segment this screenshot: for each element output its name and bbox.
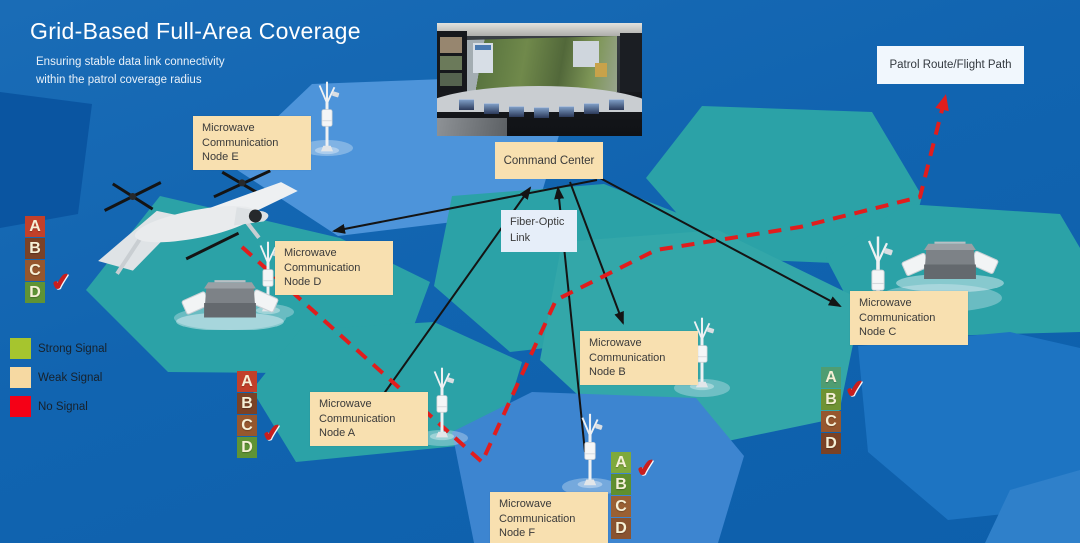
cc-side-screen <box>440 37 462 53</box>
node-e-label: Microwave Communication Node E <box>193 116 311 170</box>
band-letter: C <box>237 415 257 436</box>
legend-item-weak: Weak Signal <box>10 367 107 388</box>
cc-screen-window <box>595 63 607 77</box>
legend: Strong Signal Weak Signal No Signal <box>10 338 107 417</box>
node-a-line1: Microwave <box>319 398 372 410</box>
node-f-line2: Communication <box>499 512 576 525</box>
page-title: Grid-Based Full-Area Coverage <box>30 18 361 44</box>
link-cc-to-node-b <box>569 181 624 325</box>
cc-monitor <box>534 107 549 118</box>
node-b-line2: Communication <box>589 351 666 364</box>
band-letter: A <box>25 216 45 237</box>
no-signal-label: No Signal <box>38 400 88 413</box>
signal-stack-drone-site: A B C D ✔ <box>25 216 73 304</box>
drone-icon <box>98 169 298 275</box>
signal-stack-node-b: A B C D ✔ <box>821 367 867 455</box>
node-e-line3: Node E <box>202 151 239 164</box>
band-letter: B <box>25 238 45 259</box>
cc-monitor <box>459 99 474 110</box>
subtitle-line1: Ensuring stable data link connectivity <box>36 56 225 68</box>
node-d-label: Microwave Communication Node D <box>275 241 393 295</box>
band-letter: B <box>237 393 257 414</box>
node-b-label: Microwave Communication Node B <box>580 331 698 385</box>
page-subtitle: Ensuring stable data link connectivity w… <box>36 54 225 90</box>
strong-signal-swatch <box>10 338 31 359</box>
node-c-line3: Node C <box>859 326 897 339</box>
cc-ceiling <box>437 23 642 36</box>
check-icon: ✔ <box>843 374 867 405</box>
fiber-line2: Link <box>510 231 531 244</box>
subtitle-line2: within the patrol coverage radius <box>36 73 202 86</box>
node-a-line3: Node A <box>319 427 356 440</box>
band-letter: A <box>821 367 841 388</box>
cc-screen-window <box>573 41 599 67</box>
signal-stack-node-f: A B C D ✔ <box>611 452 658 540</box>
band-letter: B <box>611 474 631 495</box>
node-f-label: Microwave Communication Node F <box>490 492 608 543</box>
fiber-line1: Fiber-Optic <box>510 216 565 228</box>
node-c-line2: Communication <box>859 311 936 324</box>
strong-signal-label: Strong Signal <box>38 342 108 355</box>
cc-screen-window <box>473 43 493 73</box>
check-icon: ✔ <box>49 267 73 298</box>
node-c-line1: Microwave <box>859 297 912 309</box>
weak-signal-swatch <box>10 367 31 388</box>
cc-side-screen <box>440 56 462 70</box>
hex-cell-topright <box>646 106 922 266</box>
hex-cell-br <box>858 332 1080 520</box>
cc-monitor <box>509 106 524 117</box>
dark-terrain-wedge <box>0 92 92 228</box>
band-letter: D <box>821 433 841 454</box>
cc-monitor <box>559 106 574 117</box>
node-e-line1: Microwave <box>202 122 255 134</box>
band-letter: D <box>237 437 257 458</box>
node-c-label: Microwave Communication Node C <box>850 291 968 345</box>
command-center-label: Command Center <box>495 142 603 179</box>
band-letter: C <box>25 260 45 281</box>
node-d-line2: Communication <box>284 261 361 274</box>
node-e-line2: Communication <box>202 136 279 149</box>
node-d-line1: Microwave <box>284 247 337 259</box>
cc-monitor <box>484 103 499 114</box>
cc-monitor <box>609 99 624 110</box>
legend-item-none: No Signal <box>10 396 107 417</box>
node-b-line1: Microwave <box>589 337 642 349</box>
node-f-line1: Microwave <box>499 498 552 510</box>
signal-stack-node-a: A B C D ✔ <box>237 371 284 459</box>
band-letter: C <box>611 496 631 517</box>
check-icon: ✔ <box>260 418 284 449</box>
link-cc-to-node-c <box>599 177 842 307</box>
node-a-line2: Communication <box>319 412 396 425</box>
weak-signal-label: Weak Signal <box>38 371 103 384</box>
legend-item-strong: Strong Signal <box>10 338 107 359</box>
band-letter: D <box>611 518 631 539</box>
cc-monitor <box>584 103 599 114</box>
node-f-line3: Node F <box>499 527 536 540</box>
link-cc-to-node-d <box>332 179 598 234</box>
cc-screen-window <box>475 45 491 50</box>
cc-right-wall <box>620 33 642 103</box>
patrol-route-label: Patrol Route/Flight Path <box>877 46 1024 84</box>
node-a-label: Microwave Communication Node A <box>310 392 428 446</box>
no-signal-swatch <box>10 396 31 417</box>
command-center-photo <box>437 23 642 136</box>
band-letter: A <box>237 371 257 392</box>
cc-side-screen <box>440 73 462 86</box>
patrol-route-path <box>240 94 949 464</box>
cc-floor <box>437 118 507 136</box>
check-icon: ✔ <box>634 453 658 484</box>
node-d-line3: Node D <box>284 276 322 289</box>
fiber-optic-link-label: Fiber-Optic Link <box>501 210 577 252</box>
band-letter: A <box>611 452 631 473</box>
hex-cell-corner <box>985 470 1080 543</box>
node-b-line3: Node B <box>589 366 626 379</box>
band-letter: C <box>821 411 841 432</box>
band-letter: B <box>821 389 841 410</box>
band-letter: D <box>25 282 45 303</box>
